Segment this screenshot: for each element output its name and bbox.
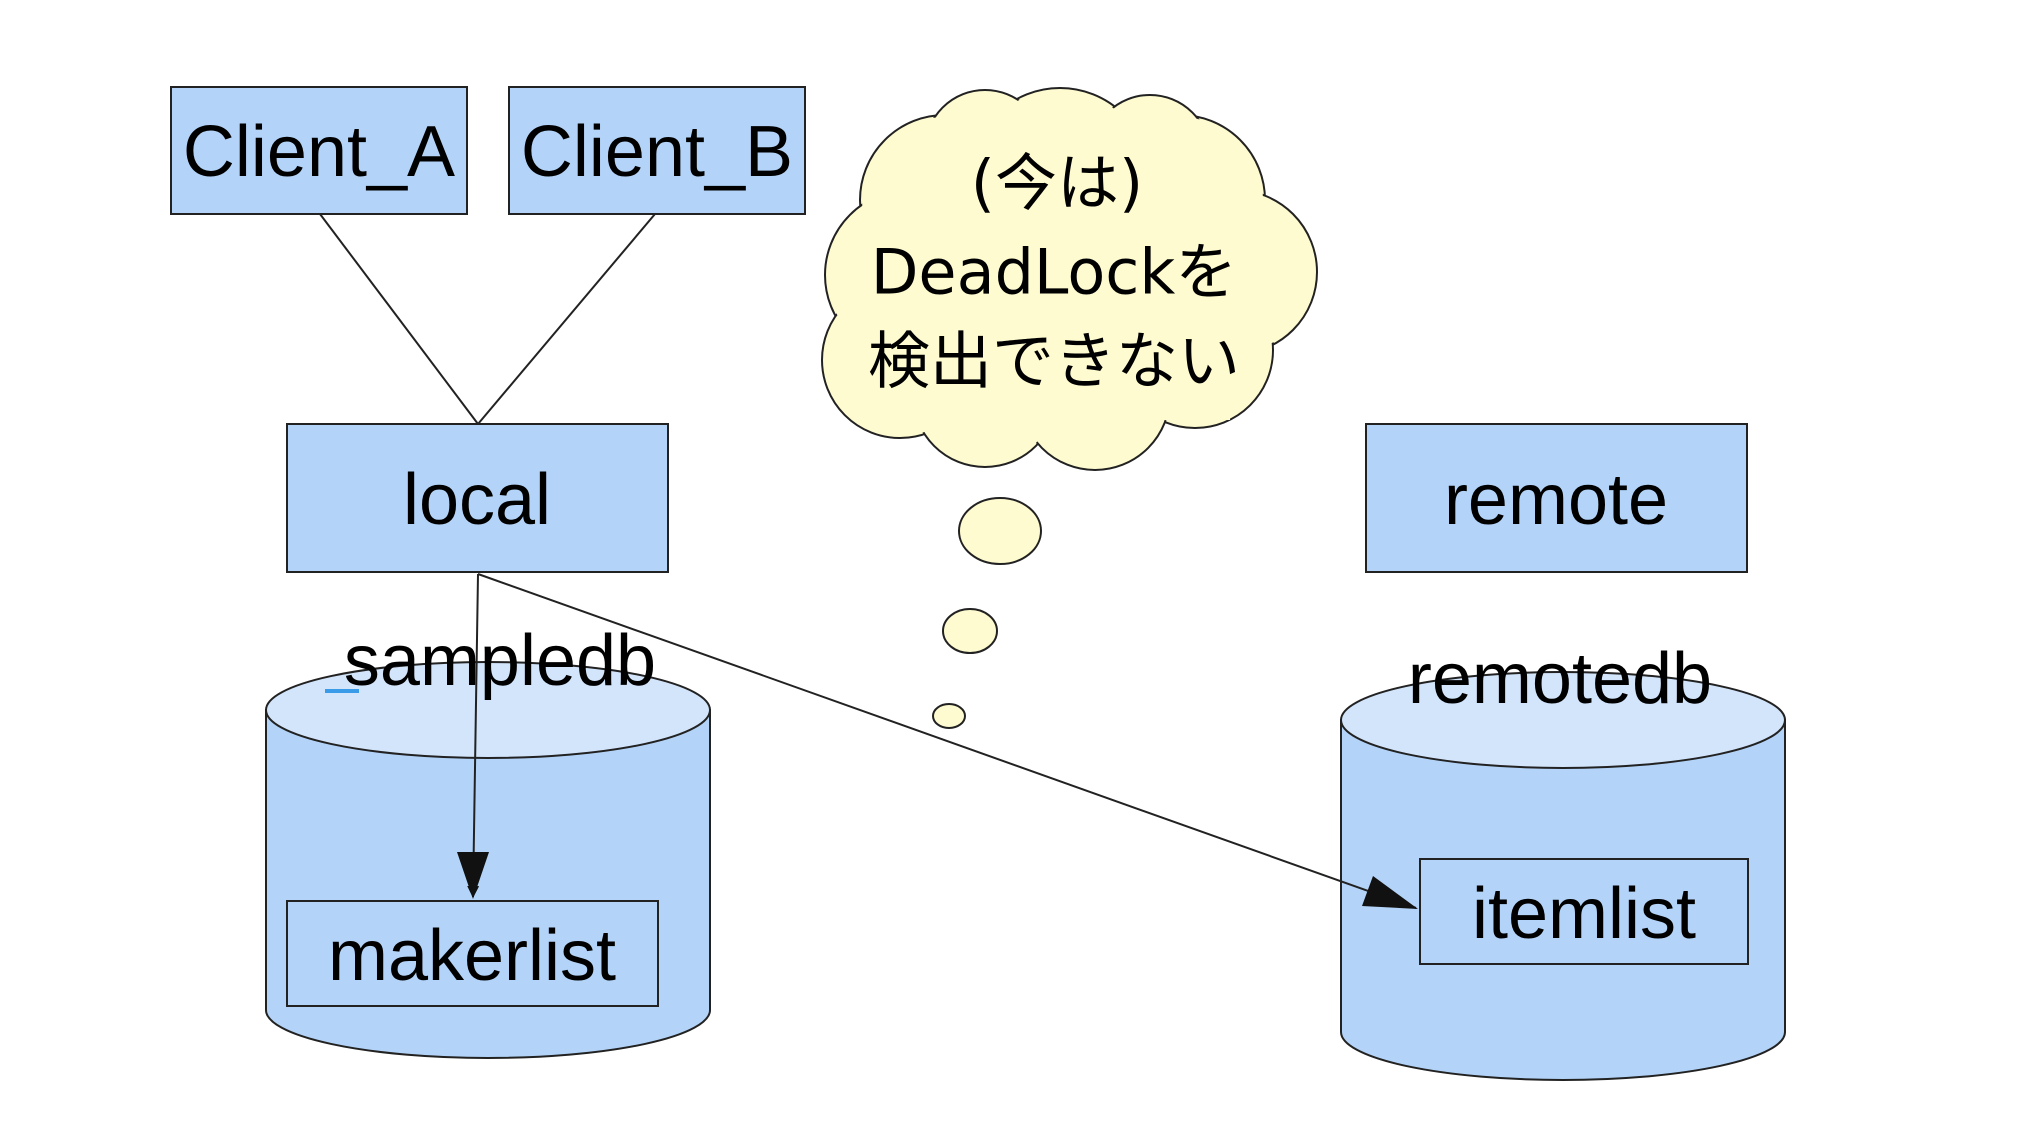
client-a-label: Client_A (183, 112, 455, 192)
client-b-node[interactable]: Client_B (508, 86, 806, 215)
thought-dot-large (958, 497, 1042, 565)
arrow-local-to-itemlist (477, 573, 1417, 909)
remotedb-label: remotedb (1408, 639, 1712, 719)
thought-line-2: DeadLockを (871, 236, 1238, 309)
itemlist-label: itemlist (1472, 874, 1696, 954)
connector-client-b-to-local (477, 213, 656, 425)
arrowhead-makerlist (457, 852, 489, 899)
arrow-local-to-makerlist (467, 573, 480, 898)
sampledb-label: sampledb (344, 621, 656, 701)
sampledb-cylinder-top (265, 661, 711, 759)
remote-label: remote (1444, 460, 1668, 540)
thought-line-1: (今は) (971, 147, 1143, 220)
makerlist-label: makerlist (328, 916, 616, 996)
local-label: local (403, 460, 551, 540)
arrowhead-itemlist (1362, 876, 1418, 909)
thought-line-3: 検出できない (868, 325, 1240, 398)
thought-dot-small (932, 703, 966, 729)
remote-node[interactable]: remote (1365, 423, 1748, 573)
connector-client-a-to-local (319, 213, 479, 425)
client-a-node[interactable]: Client_A (170, 86, 468, 215)
thought-cloud (821, 87, 1318, 471)
thought-dot-medium (942, 608, 998, 654)
local-node[interactable]: local (286, 423, 669, 573)
makerlist-table[interactable]: makerlist (286, 900, 659, 1007)
cursor-mark (325, 689, 359, 693)
remotedb-cylinder-top (1340, 671, 1786, 769)
client-b-label: Client_B (521, 112, 793, 192)
itemlist-table[interactable]: itemlist (1419, 858, 1749, 965)
